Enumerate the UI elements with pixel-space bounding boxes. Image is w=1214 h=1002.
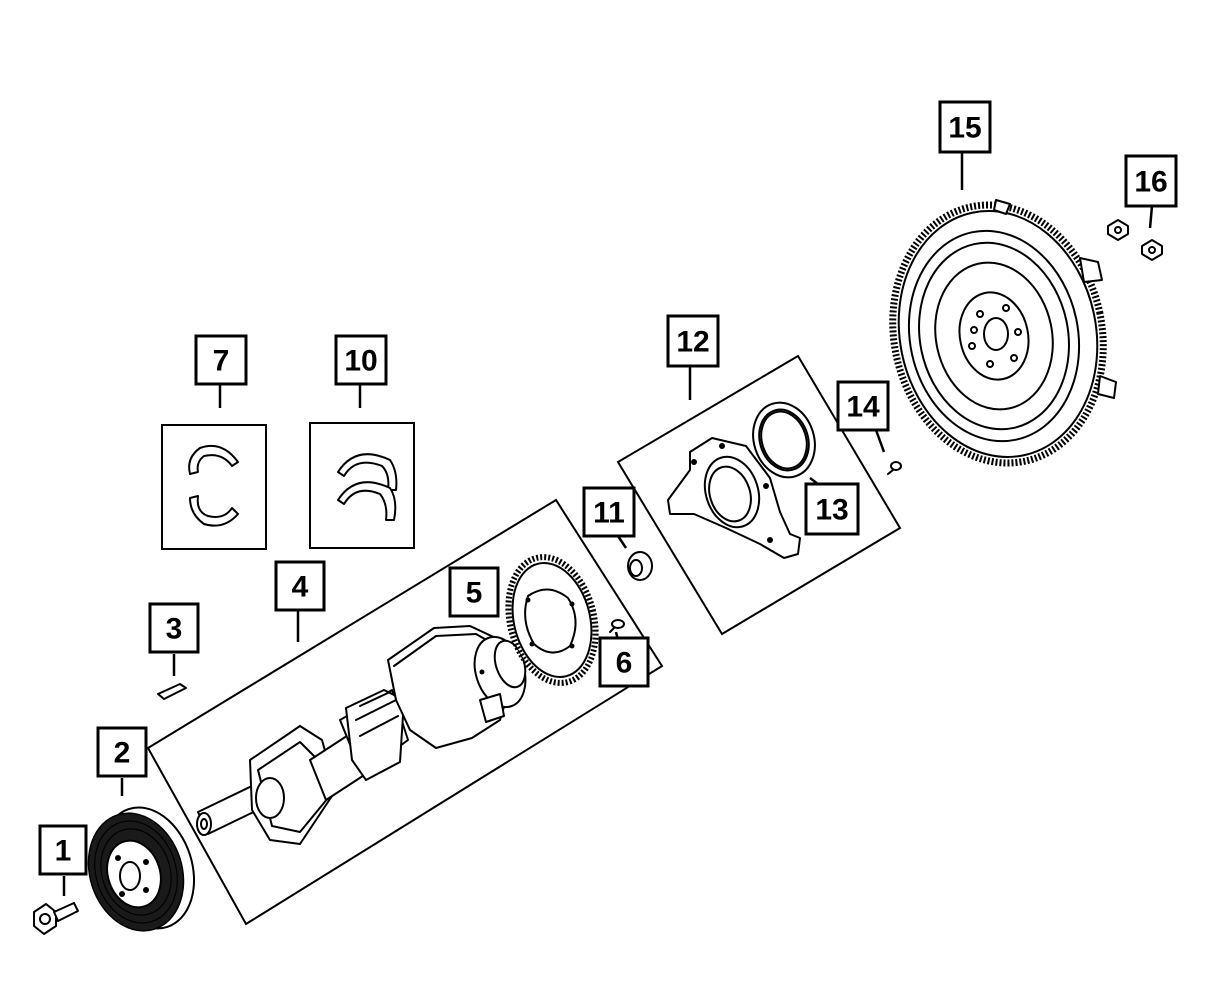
callout-5: 5	[448, 566, 500, 618]
svg-text:14: 14	[846, 391, 880, 424]
callout-13: 13	[804, 482, 860, 536]
callout-15: 15	[938, 100, 992, 154]
callout-16: 16	[1124, 154, 1178, 208]
svg-text:5: 5	[466, 577, 483, 610]
flywheel-part	[889, 199, 1117, 467]
thrust-bearing-group-box	[309, 422, 415, 549]
tone-wheel-part	[505, 554, 599, 686]
thrust-bearing-part	[337, 453, 398, 521]
crankshaft-part	[196, 625, 527, 845]
woodruff-key-part	[157, 683, 187, 700]
crankshaft-group-box	[146, 498, 664, 926]
callout-4: 4	[274, 560, 326, 612]
svg-text:3: 3	[166, 613, 183, 646]
retainer-bolt-part	[887, 461, 902, 475]
svg-text:13: 13	[815, 494, 848, 527]
callout-11: 11	[582, 486, 636, 538]
svg-text:15: 15	[948, 112, 981, 145]
svg-text:16: 16	[1134, 166, 1167, 199]
callout-7: 7	[194, 334, 248, 386]
callout-2: 2	[96, 726, 148, 778]
tone-wheel-screw-part	[609, 619, 625, 633]
svg-text:6: 6	[616, 647, 633, 680]
svg-text:4: 4	[292, 571, 309, 604]
callout-6: 6	[598, 636, 650, 688]
callout-14: 14	[836, 380, 890, 432]
main-bearing-group-box	[161, 424, 267, 550]
svg-text:12: 12	[676, 326, 709, 359]
svg-text:11: 11	[593, 497, 625, 530]
crankshaft-bolt-part	[33, 902, 79, 935]
rear-main-seal-part	[752, 401, 816, 479]
main-bearing-part	[188, 444, 239, 527]
rear-seal-retainer-part	[667, 437, 801, 559]
svg-text:1: 1	[55, 835, 72, 868]
callout-1: 1	[38, 824, 88, 876]
leader-lines	[62, 152, 1154, 896]
svg-text:7: 7	[213, 345, 230, 378]
pilot-bushing-part	[627, 551, 653, 581]
rear-seal-group-box	[616, 354, 902, 636]
callout-12: 12	[666, 314, 720, 368]
svg-text:10: 10	[344, 345, 377, 378]
callout-3: 3	[148, 602, 200, 654]
callout-10: 10	[334, 334, 388, 386]
svg-text:2: 2	[114, 737, 131, 770]
vibration-damper-part	[87, 806, 196, 932]
flywheel-bolts-part	[1107, 219, 1163, 261]
